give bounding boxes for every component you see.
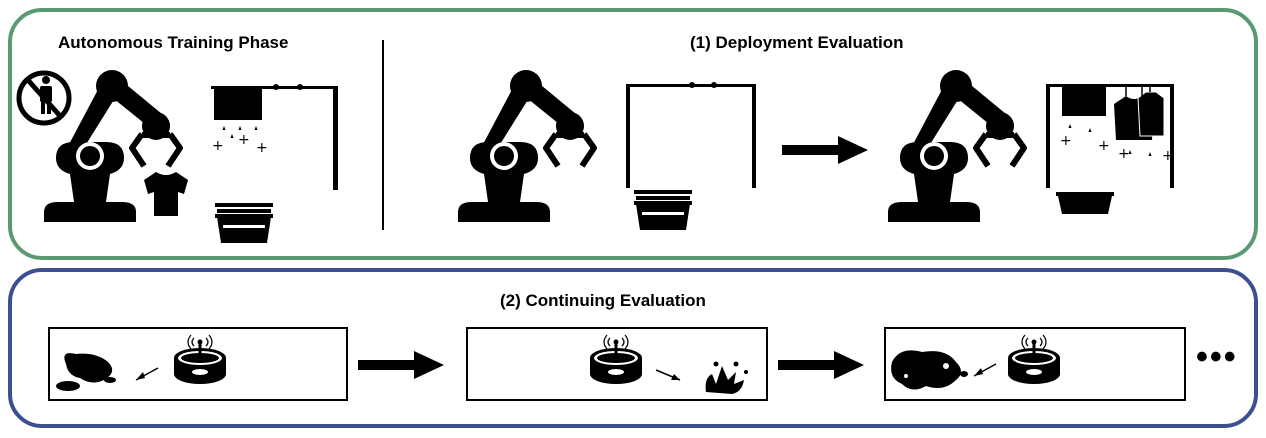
arrow-right-icon: [782, 136, 868, 164]
phase-divider: [382, 40, 384, 230]
svg-text:+: +: [238, 132, 250, 148]
svg-text:+: +: [1060, 133, 1072, 149]
training-phase-title: Autonomous Training Phase: [58, 33, 289, 52]
deployment-evaluation-title: (1) Deployment Evaluation: [690, 33, 904, 52]
empty-drying-rack-icon: [626, 82, 756, 188]
full-laundry-basket-icon: [634, 190, 692, 230]
robot-vacuum-icon: [173, 334, 227, 385]
arrow-right-icon: [778, 351, 864, 379]
splash-icon: [705, 361, 748, 394]
laundry-basket-icon: [215, 203, 273, 243]
large-spill-icon: [891, 350, 968, 390]
drying-rack-icon: + + +: [211, 84, 338, 190]
robot-arm-icon: [888, 70, 1024, 222]
more-ellipsis: •••: [1196, 338, 1238, 376]
continuing-evaluation-title: (2) Continuing Evaluation: [500, 291, 706, 310]
robot-vacuum-icon: [589, 334, 643, 385]
filled-drying-rack-icon: + + + +: [1046, 84, 1174, 188]
arrow-right-icon: [358, 351, 444, 379]
no-human-icon: [16, 70, 72, 126]
autonomous-and-deployment-panel: [8, 8, 1258, 260]
small-arrow-icon: [973, 363, 997, 377]
spill-icon: [56, 353, 116, 391]
svg-text:+: +: [1162, 148, 1174, 164]
shirt-icon: [144, 172, 188, 216]
svg-text:+: +: [1118, 146, 1130, 162]
svg-text:+: +: [256, 140, 268, 156]
continuing-evaluation-panel: [8, 268, 1258, 428]
robot-vacuum-icon: [1007, 334, 1061, 385]
svg-text:+: +: [1098, 138, 1110, 154]
svg-text:+: +: [212, 138, 224, 154]
empty-laundry-basket-icon: [1056, 192, 1114, 214]
robot-arm-icon: [458, 70, 594, 222]
small-arrow-icon: [655, 369, 681, 381]
small-arrow-icon: [135, 367, 159, 381]
